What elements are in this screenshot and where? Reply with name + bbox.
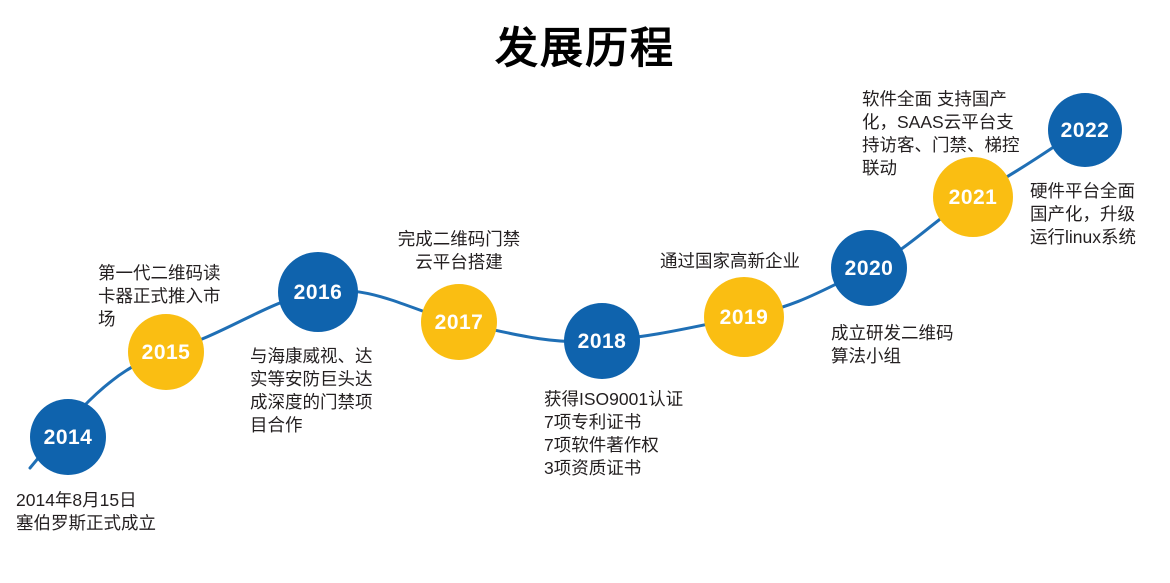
page-title: 发展历程 — [495, 25, 675, 73]
timeline-node-2022[interactable]: 2022 — [1048, 93, 1122, 167]
timeline-node-2018[interactable]: 2018 — [564, 303, 640, 379]
timeline-caption-2021: 软件全面 支持国产 化，SAAS云平台支 持访客、门禁、梯控 联动 — [862, 89, 1020, 179]
timeline-caption-2014: 2014年8月15日 塞伯罗斯正式成立 — [16, 490, 156, 534]
node-year-label: 2020 — [844, 256, 894, 280]
timeline-node-2016[interactable]: 2016 — [278, 252, 358, 332]
node-year-label: 2014 — [43, 425, 93, 449]
timeline-caption-2018: 获得ISO9001认证 7项专利证书 7项软件著作权 3项资质证书 — [544, 389, 684, 479]
timeline-node-2015[interactable]: 2015 — [128, 314, 204, 390]
node-year-label: 2017 — [434, 310, 484, 334]
timeline-caption-2015: 第一代二维码读 卡器正式推入市 场 — [98, 263, 221, 330]
node-year-label: 2015 — [141, 340, 191, 364]
timeline-caption-2016: 与海康威视、达 实等安防巨头达 成深度的门禁项 目合作 — [250, 346, 373, 436]
timeline-caption-2022: 硬件平台全面 国产化，升级 运行linux系统 — [1030, 181, 1136, 248]
node-year-label: 2022 — [1060, 118, 1110, 142]
timeline-node-2014[interactable]: 2014 — [30, 399, 106, 475]
node-year-label: 2021 — [948, 185, 998, 209]
node-year-label: 2018 — [577, 329, 627, 353]
timeline-node-2017[interactable]: 2017 — [421, 284, 497, 360]
timeline-caption-2017: 完成二维码门禁 云平台搭建 — [397, 229, 521, 273]
timeline-caption-2019: 通过国家高新企业 — [660, 251, 800, 271]
timeline-caption-2020: 成立研发二维码 算法小组 — [831, 323, 954, 367]
node-year-label: 2019 — [719, 305, 769, 329]
timeline-node-2019[interactable]: 2019 — [704, 277, 784, 357]
node-year-label: 2016 — [293, 280, 343, 304]
timeline-node-2021[interactable]: 2021 — [933, 157, 1013, 237]
timeline-node-2020[interactable]: 2020 — [831, 230, 907, 306]
